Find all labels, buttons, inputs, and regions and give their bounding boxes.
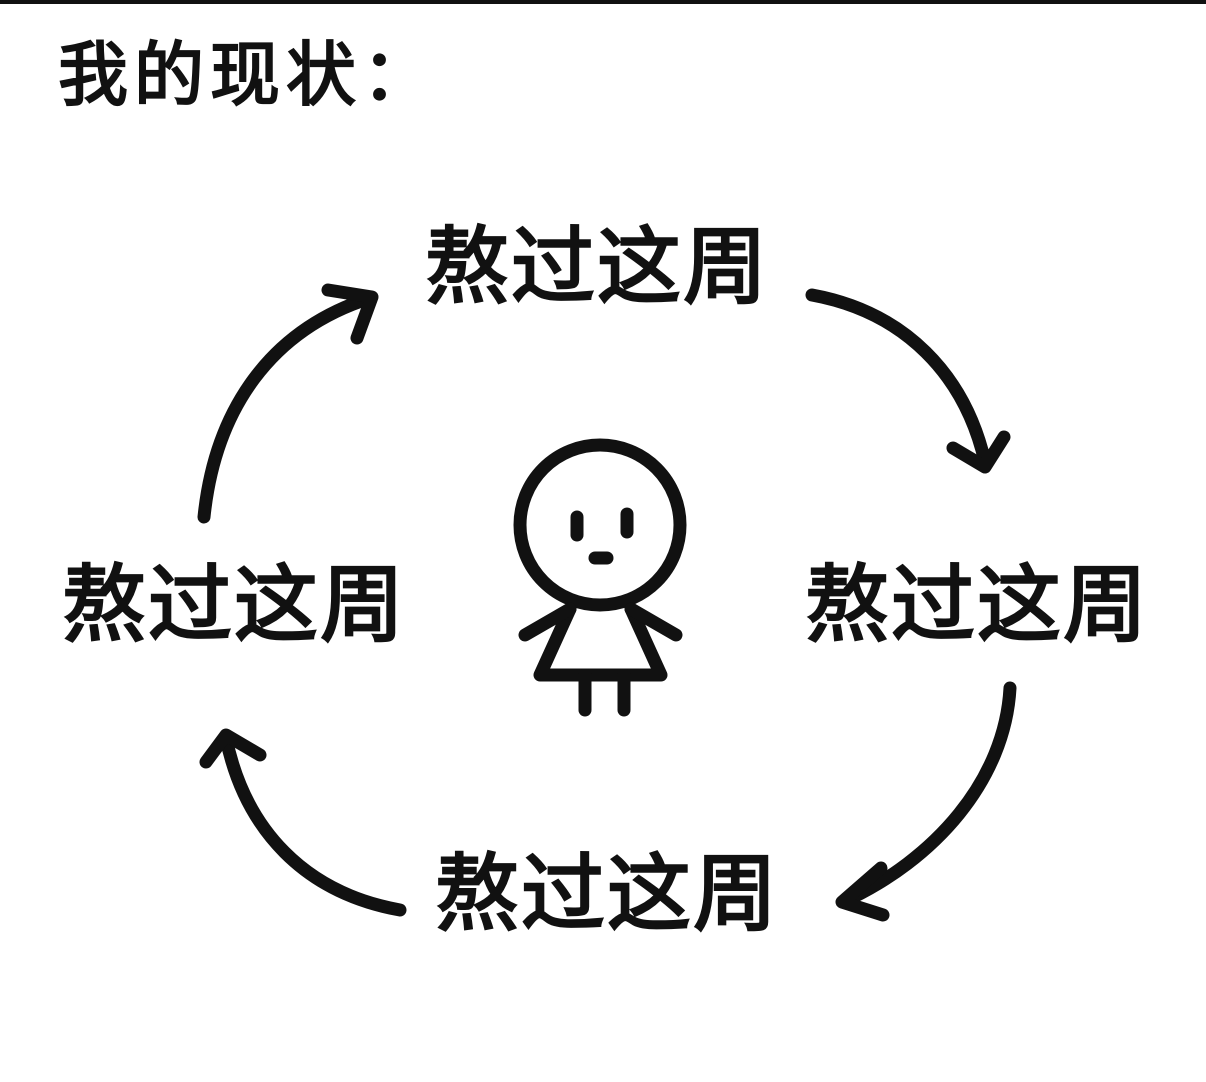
top-border-line <box>0 0 1206 4</box>
cycle-node-top: 熬过这周 <box>425 218 770 316</box>
figure-left-arm <box>518 602 577 642</box>
cycle-node-right: 熬过这周 <box>805 556 1150 654</box>
figure-head <box>513 438 687 612</box>
page-title: 我的现状： <box>58 34 438 116</box>
cycle-node-left: 熬过这周 <box>62 556 407 654</box>
arrowhead-left-to-top <box>321 283 379 345</box>
stick-figure <box>513 438 687 717</box>
arrow-bottom-to-left <box>219 731 407 917</box>
arrow-right-to-bottom <box>836 681 1017 909</box>
arrow-top-to-right <box>805 288 992 469</box>
figure-dress <box>533 602 668 682</box>
cycle-node-bottom: 熬过这周 <box>435 845 780 943</box>
arrowhead-bottom-to-left <box>199 728 267 769</box>
arrowhead-top-to-right <box>946 430 1011 474</box>
figure-right-arm <box>624 602 683 642</box>
arrow-left-to-top <box>197 291 377 524</box>
arrowhead-right-to-bottom <box>835 861 890 922</box>
